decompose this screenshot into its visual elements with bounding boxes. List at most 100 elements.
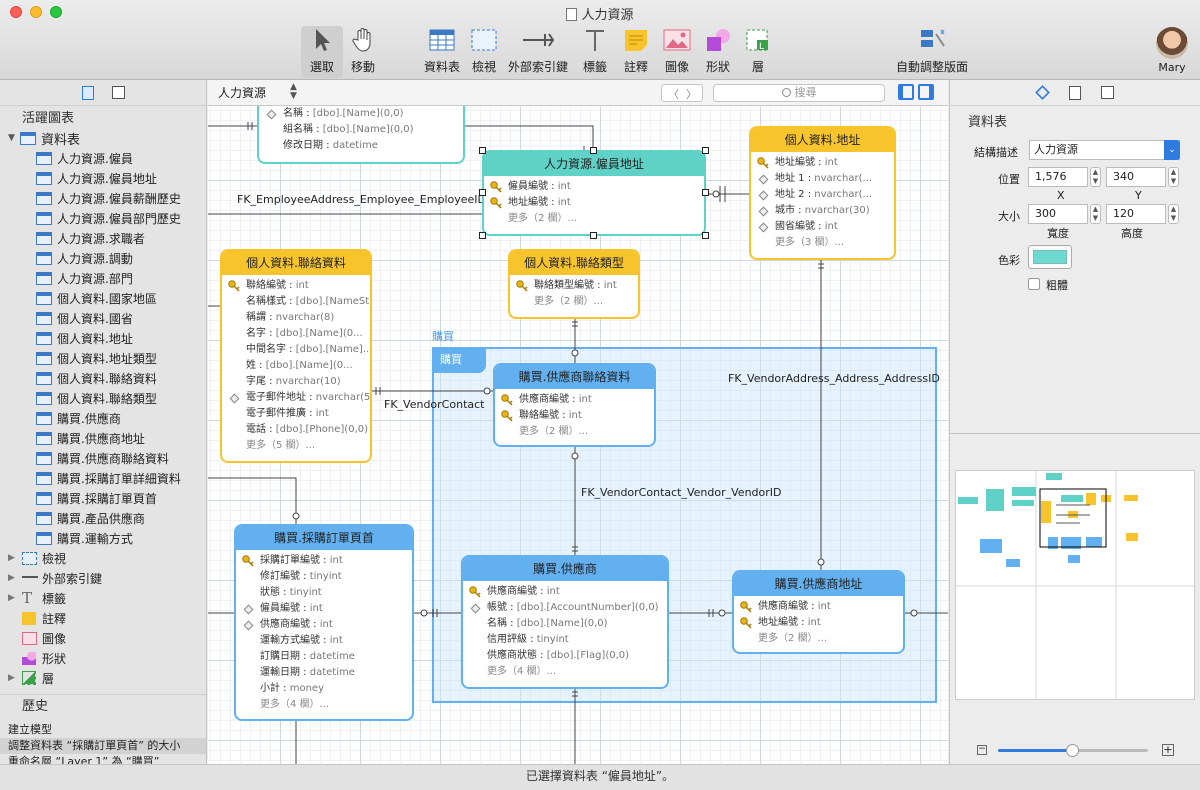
more-columns-link[interactable]: 更多（5 欄）... xyxy=(246,440,316,451)
sidebar-table-item[interactable]: 購買.產品供應商 xyxy=(0,508,206,528)
more-columns-link[interactable]: 更多（4 欄）... xyxy=(260,699,330,710)
resize-handle[interactable] xyxy=(479,232,486,239)
resize-handle[interactable] xyxy=(590,232,597,239)
resize-handle[interactable] xyxy=(590,147,597,154)
sidebar-table-item[interactable]: 人力資源.僱員部門歷史 xyxy=(0,208,206,228)
forward-chevron-icon[interactable]: 〉 xyxy=(686,88,697,101)
search-field[interactable]: 搜尋 xyxy=(713,84,885,102)
fk-label-vendorcontact-vendor[interactable]: FK_VendorContact_Vendor_VendorID xyxy=(581,486,782,499)
sidebar-table-item[interactable]: 購買.運輸方式 xyxy=(0,528,206,548)
history-item[interactable]: 建立模型 xyxy=(8,723,52,736)
disclosure-closed-icon[interactable]: ▶ xyxy=(8,553,15,563)
close-window-button[interactable] xyxy=(10,6,22,18)
disclosure-closed-icon[interactable]: ▶ xyxy=(8,593,15,603)
zoom-window-button[interactable] xyxy=(50,6,62,18)
schema-select[interactable]: 人力資源 ⌄ xyxy=(1029,140,1180,160)
sidebar-table-item[interactable]: 人力資源.僱員薪酬歷史 xyxy=(0,188,206,208)
diagram-selector[interactable]: 人力資源 ▲▼ xyxy=(218,82,297,101)
add-table-button[interactable]: 資料表 xyxy=(422,26,462,78)
add-view-button[interactable]: 檢視 xyxy=(467,26,501,78)
sidebar-object-group[interactable]: 形狀 xyxy=(0,648,206,668)
sidebar-object-group[interactable]: ▶檢視 xyxy=(8,551,67,566)
zoom-slider[interactable] xyxy=(998,744,1148,757)
resize-handle[interactable] xyxy=(702,147,709,154)
back-forward-control[interactable]: 〈 〉 xyxy=(661,84,703,102)
resize-handle[interactable] xyxy=(702,189,709,196)
x-position-field[interactable]: 1,576 xyxy=(1028,167,1088,187)
sidebar-table-item[interactable]: 人力資源.調動 xyxy=(0,248,206,268)
add-shape-button[interactable]: 形狀 xyxy=(701,26,735,78)
disclosure-closed-icon[interactable]: ▶ xyxy=(8,673,15,683)
resize-handle[interactable] xyxy=(479,189,486,196)
sidebar-table-item[interactable]: 個人資料.國省 xyxy=(0,308,206,328)
sidebar-object-group[interactable]: 圖像 xyxy=(0,628,206,648)
sidebar-table-item[interactable]: 購買.採購訂單詳細資料 xyxy=(0,468,206,488)
sidebar-table-item[interactable]: 人力資源.僱員地址 xyxy=(0,168,206,188)
sidebar-table-item[interactable]: 個人資料.地址 xyxy=(0,328,206,348)
tree-tables-group[interactable]: ▼ 資料表 xyxy=(8,131,81,148)
fk-label-vendor-contact[interactable]: FK_VendorContact xyxy=(384,398,485,411)
sidebar-table-item[interactable]: 個人資料.聯絡類型 xyxy=(0,388,206,408)
sidebar-table-item[interactable]: 購買.供應商 xyxy=(0,408,206,428)
image-frame-icon[interactable] xyxy=(1101,86,1114,99)
sidebar-object-group[interactable]: ▶層 xyxy=(8,671,55,686)
minimap[interactable] xyxy=(955,470,1195,700)
auto-layout-button[interactable]: 自動調整版面 xyxy=(892,26,972,78)
more-columns-link[interactable]: 更多（2 欄）... xyxy=(519,426,589,437)
width-field[interactable]: 300 xyxy=(1028,204,1088,224)
disclosure-closed-icon[interactable]: ▶ xyxy=(8,573,15,583)
add-foreign-key-button[interactable]: 外部索引鍵 xyxy=(506,26,570,78)
sidebar-object-group[interactable]: ▶外部索引鍵 xyxy=(8,571,103,586)
height-stepper[interactable]: ▲▼ xyxy=(1168,204,1179,224)
resize-handle[interactable] xyxy=(702,232,709,239)
add-image-button[interactable]: 圖像 xyxy=(660,26,694,78)
fk-label-employee-address[interactable]: FK_EmployeeAddress_Employee_EmployeeID xyxy=(237,193,486,206)
x-stepper[interactable]: ▲▼ xyxy=(1090,167,1101,187)
color-well[interactable] xyxy=(1028,245,1072,269)
bold-checkbox[interactable] xyxy=(1028,278,1040,290)
resize-handle[interactable] xyxy=(479,147,486,154)
more-columns-link[interactable]: 更多（2 欄）... xyxy=(758,633,828,644)
zoom-out-icon[interactable]: − xyxy=(977,744,987,755)
sidebar-table-item[interactable]: 購買.供應商地址 xyxy=(0,428,206,448)
select-tool-button[interactable]: 選取 xyxy=(301,26,343,78)
width-stepper[interactable]: ▲▼ xyxy=(1090,204,1101,224)
add-label-button[interactable]: 標籤 xyxy=(578,26,612,78)
y-position-field[interactable]: 340 xyxy=(1106,167,1166,187)
add-note-button[interactable]: 註釋 xyxy=(619,26,653,78)
sidebar-table-item[interactable]: 個人資料.聯絡資料 xyxy=(0,368,206,388)
cube-icon[interactable] xyxy=(1035,85,1050,100)
fk-label-vendor-address[interactable]: FK_VendorAddress_Address_AddressID xyxy=(728,372,940,385)
more-columns-link[interactable]: 更多（4 欄）... xyxy=(487,666,557,677)
y-stepper[interactable]: ▲▼ xyxy=(1168,167,1179,187)
more-columns-link[interactable]: 更多（3 欄）... xyxy=(775,237,845,248)
move-tool-button[interactable]: 移動 xyxy=(345,26,381,78)
sidebar-table-item[interactable]: 個人資料.國家地區 xyxy=(0,288,206,308)
sheet-icon[interactable] xyxy=(1069,85,1081,100)
back-chevron-icon[interactable]: 〈 xyxy=(668,88,679,101)
inspector-tab-icon[interactable] xyxy=(111,86,125,99)
minimize-window-button[interactable] xyxy=(30,6,42,18)
user-account[interactable]: Mary xyxy=(1152,27,1192,74)
add-layer-button[interactable]: L 層 xyxy=(741,26,775,78)
sidebar-table-item[interactable]: 人力資源.求職者 xyxy=(0,228,206,248)
more-columns-link[interactable]: 更多（2 欄）... xyxy=(534,296,604,307)
disclosure-open-icon[interactable]: ▼ xyxy=(8,133,15,143)
more-columns-link[interactable]: 更多（2 欄）... xyxy=(508,213,578,224)
sidebar-table-item[interactable]: 人力資源.部門 xyxy=(0,268,206,288)
diagram-canvas[interactable]: 購買 購買 FK_EmployeeAddress_Employee_Employ… xyxy=(208,106,948,764)
sidebar-table-item[interactable]: 購買.採購訂單頁首 xyxy=(0,488,206,508)
entity-top-partial[interactable]: 名稱 : [dbo].[Name](0,0)組名稱 : [dbo].[Name]… xyxy=(257,106,465,164)
sidebar-table-item[interactable]: 個人資料.地址類型 xyxy=(0,348,206,368)
sidebar-object-group[interactable]: 註釋 xyxy=(0,608,206,628)
zoom-in-icon[interactable]: + xyxy=(1162,743,1174,756)
sidebar-table-item[interactable]: 人力資源.僱員 xyxy=(0,148,206,168)
